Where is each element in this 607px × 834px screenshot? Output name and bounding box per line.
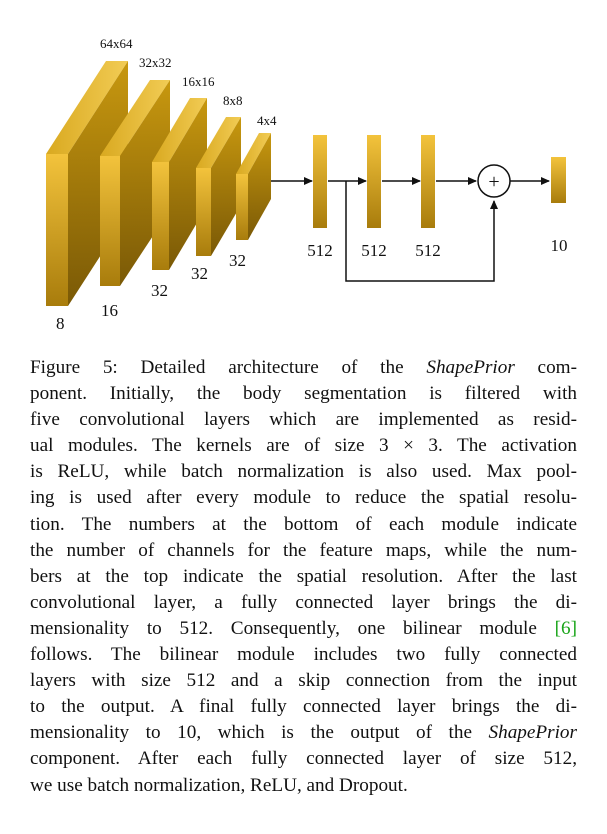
- caption-text: five convolutional layers which are impl…: [30, 409, 577, 431]
- caption-text: convolutional layer, a fully connected l…: [30, 591, 577, 613]
- caption-line: component. After each fully connected la…: [30, 746, 577, 772]
- caption-text: bers at the top indicate the spatial res…: [30, 565, 577, 587]
- conv-module-1-front: [46, 154, 68, 306]
- conv-module-1-side: [68, 61, 128, 306]
- caption-text: ual modules. The kernels are of size 3 ×…: [30, 435, 577, 457]
- caption-line: convolutional layer, a fully connected l…: [30, 590, 577, 616]
- fc-size-label-output: 10: [551, 236, 568, 255]
- caption-text: the number of channels for the feature m…: [30, 539, 577, 561]
- caption-line: the number of channels for the feature m…: [30, 538, 577, 564]
- fc-layer-2: [367, 135, 381, 228]
- caption-text: mensionality to 10, which is the output …: [30, 722, 489, 744]
- conv-module-5-top: [236, 133, 271, 174]
- conv-module-3-side: [169, 98, 207, 270]
- caption-text: component. After each fully connected la…: [30, 748, 577, 770]
- caption-text: ponent. Initially, the body segmentation…: [30, 383, 577, 405]
- conv-module-2-front: [100, 156, 120, 286]
- resolution-label-5: 4x4: [257, 113, 277, 128]
- caption-text: tion. The numbers at the bottom of each …: [30, 513, 577, 535]
- channel-label-4: 32: [191, 264, 208, 283]
- conv-module-3: [152, 98, 207, 270]
- resolution-label-2: 32x32: [139, 55, 172, 70]
- conv-module-3-front: [152, 162, 169, 270]
- resolution-label-4: 8x8: [223, 93, 243, 108]
- caption-line: is ReLU, while batch normalization is al…: [30, 459, 577, 485]
- conv-module-4-side: [211, 117, 241, 256]
- caption-emphasis: ShapePrior: [426, 357, 515, 378]
- conv-module-2: [100, 80, 170, 286]
- caption-text: mensionality to 512. Consequently, one b…: [30, 617, 555, 639]
- caption-text: we use batch normalization, ReLU, and Dr…: [30, 774, 408, 796]
- fc-layer-3: [421, 135, 435, 228]
- fc-size-label-3: 512: [415, 241, 441, 260]
- fc-layer-output: [551, 157, 566, 203]
- caption-line: layers with size 512 and a skip connecti…: [30, 668, 577, 694]
- caption-line: mensionality to 512. Consequently, one b…: [30, 616, 577, 642]
- conv-module-4-front: [196, 168, 211, 256]
- architecture-diagram: 64x64 32x32 16x16 8x8 4x4 8 16 32 32 32 …: [46, 36, 568, 333]
- sum-symbol: +: [488, 171, 499, 193]
- caption-line: to the output. A final fully connected l…: [30, 694, 577, 720]
- caption-emphasis: ShapePrior: [488, 722, 577, 744]
- caption-text: com-: [514, 357, 577, 378]
- channel-label-3: 32: [151, 281, 168, 300]
- conv-module-1-top: [46, 61, 128, 154]
- conv-module-2-top: [100, 80, 170, 156]
- caption-line: Figure 5: Detailed architecture of the S…: [30, 355, 577, 381]
- caption-line: tion. The numbers at the bottom of each …: [30, 512, 577, 538]
- channel-label-2: 16: [101, 301, 118, 320]
- fc-size-label-2: 512: [361, 241, 387, 260]
- channel-label-1: 8: [56, 314, 65, 333]
- resolution-label-1: 64x64: [100, 36, 133, 51]
- fc-size-label-1: 512: [307, 241, 333, 260]
- conv-module-1: [46, 61, 128, 306]
- caption-text: to the output. A final fully connected l…: [30, 696, 577, 718]
- caption-line: ing is used after every module to reduce…: [30, 485, 577, 511]
- citation-link[interactable]: [6]: [554, 617, 577, 639]
- resolution-label-3: 16x16: [182, 74, 215, 89]
- conv-module-5: [236, 133, 271, 240]
- caption-line: follows. The bilinear module includes tw…: [30, 642, 577, 668]
- caption-line: bers at the top indicate the spatial res…: [30, 564, 577, 590]
- caption-line: ponent. Initially, the body segmentation…: [30, 381, 577, 407]
- fc-layer-1: [313, 135, 327, 228]
- caption-line: we use batch normalization, ReLU, and Dr…: [30, 773, 577, 799]
- conv-module-2-side: [120, 80, 170, 286]
- sum-node: [477, 164, 511, 198]
- caption-text: follows. The bilinear module includes tw…: [30, 644, 577, 666]
- conv-module-4: [196, 117, 241, 256]
- caption-line: ual modules. The kernels are of size 3 ×…: [30, 433, 577, 459]
- conv-module-3-top: [152, 98, 207, 162]
- channel-label-5: 32: [229, 251, 246, 270]
- caption-line: mensionality to 10, which is the output …: [30, 720, 577, 746]
- caption-text: is ReLU, while batch normalization is al…: [30, 461, 577, 483]
- conv-module-5-front: [236, 174, 248, 240]
- skip-connection: [345, 181, 498, 282]
- caption-line: five convolutional layers which are impl…: [30, 407, 577, 433]
- figure-caption: Figure 5: Detailed architecture of the S…: [30, 355, 577, 799]
- caption-text: ing is used after every module to reduce…: [30, 487, 577, 509]
- caption-text: Figure 5: Detailed architecture of the: [30, 357, 427, 378]
- conv-module-4-top: [196, 117, 241, 168]
- caption-text: layers with size 512 and a skip connecti…: [30, 670, 577, 692]
- conv-module-5-side: [248, 133, 271, 240]
